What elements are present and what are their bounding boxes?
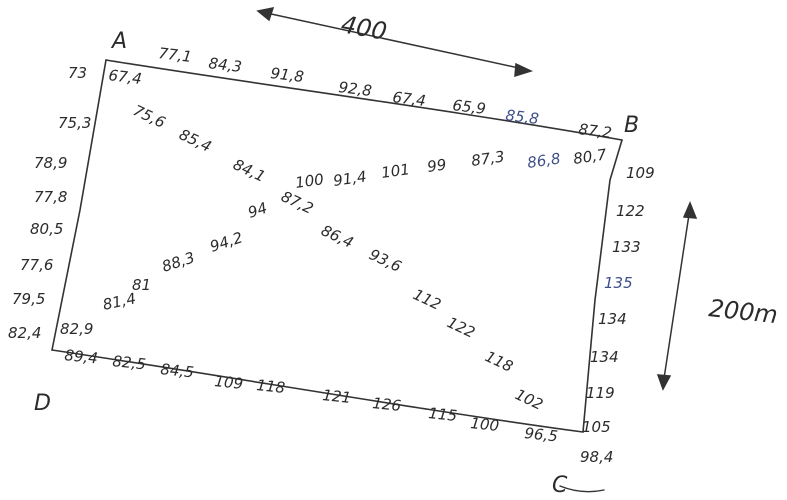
left-edge-line: [51, 59, 107, 351]
diagonal-ac-value: 85,4: [176, 125, 214, 155]
bottom-edge-value: 118: [256, 376, 286, 397]
width-arrowhead-left: [256, 7, 275, 22]
diagonal-ac-value: 122: [444, 313, 478, 341]
diagonal-ac-value: 84,1: [230, 155, 268, 185]
right-edge-value: 133: [612, 238, 641, 256]
bottom-edge-value: 126: [372, 394, 402, 415]
top-edge-value: 87,2: [578, 120, 613, 142]
right-edge-value: 134: [590, 348, 619, 366]
right-edge-value: 119: [586, 384, 615, 402]
width-arrowhead-right: [514, 62, 534, 78]
left-edge-value: 82,4: [8, 324, 41, 342]
bottom-edge-value: 82,5: [112, 352, 147, 373]
bottom-edge-value: 121: [322, 386, 352, 407]
corner-c-underline: [559, 485, 605, 493]
diagonal-db-value: 99: [426, 155, 447, 175]
bottom-edge-value: 82,9: [60, 320, 93, 338]
diagonal-db-value: 94,2: [208, 228, 245, 255]
diagonal-db-value: 100: [294, 170, 325, 192]
diagonal-db-value: 87,3: [470, 147, 506, 169]
diagonal-db-value: 101: [380, 160, 411, 182]
diagonal-db-value: 94: [246, 199, 270, 222]
diagonal-ac-value: 118: [482, 347, 516, 375]
right-edge-value: 122: [616, 202, 645, 220]
right-edge-value: 135: [604, 274, 633, 292]
left-edge-value: 77,8: [34, 188, 67, 206]
corner-label-d: D: [34, 391, 51, 416]
bottom-edge-value: 115: [428, 404, 458, 425]
diagonal-ac-value: 112: [410, 285, 444, 313]
left-edge-value: 80,5: [30, 220, 63, 238]
bottom-edge-value: 89,4: [64, 346, 99, 367]
height-dimension-label: 200m: [707, 294, 779, 329]
right-edge-line: [582, 139, 623, 433]
bottom-edge-value: 96,5: [524, 424, 559, 445]
right-edge-value: 134: [598, 310, 627, 328]
diagonal-db-value: 88,3: [160, 248, 197, 275]
diagonal-ac-value: 87,2: [278, 187, 316, 217]
top-edge-line: [105, 59, 623, 141]
left-edge-value: 75,3: [58, 114, 91, 132]
diagonal-db-value: 91,4: [332, 167, 368, 189]
width-dimension-arrow: [261, 11, 529, 71]
diagonal-db-value: 86,8: [526, 149, 562, 171]
diagonal-ac-value: 93,6: [366, 245, 404, 275]
top-edge-value: 65,9: [452, 96, 487, 118]
top-edge-value: 67,4: [108, 66, 143, 88]
right-edge-value: 105: [582, 418, 611, 436]
top-edge-value: 91,8: [270, 64, 305, 86]
height-arrowhead-bottom: [656, 374, 672, 391]
height-arrowhead-top: [682, 201, 698, 219]
left-edge-value: 77,6: [20, 256, 53, 274]
top-edge-value: 67,4: [392, 88, 427, 110]
diagonal-db-value: 81: [132, 276, 151, 294]
top-edge-value: 85,8: [505, 106, 540, 128]
top-edge-value: 92,8: [338, 78, 373, 100]
corner-label-a: A: [110, 29, 127, 54]
bottom-edge-line: [51, 349, 584, 433]
left-edge-value: 79,5: [12, 290, 45, 308]
top-edge-value: 77,1: [158, 44, 193, 66]
width-dimension-label: 400: [339, 10, 389, 46]
left-edge-value: 73: [68, 64, 87, 82]
diagonal-ac-value: 86,4: [318, 221, 356, 251]
bottom-edge-value: 100: [470, 414, 500, 435]
left-edge-value: 78,9: [34, 154, 67, 172]
diagonal-ac-value: 102: [512, 385, 546, 413]
diagonal-ac-value: 75,6: [130, 101, 168, 131]
right-edge-value: 98,4: [580, 448, 613, 466]
height-dimension-arrow: [662, 207, 691, 386]
right-edge-value: 109: [626, 164, 655, 182]
bottom-edge-value: 109: [214, 372, 244, 393]
diagonal-db-value: 80,7: [572, 145, 608, 168]
corner-label-b: B: [624, 113, 639, 138]
bottom-edge-value: 84,5: [160, 360, 195, 381]
top-edge-value: 84,3: [208, 54, 243, 76]
